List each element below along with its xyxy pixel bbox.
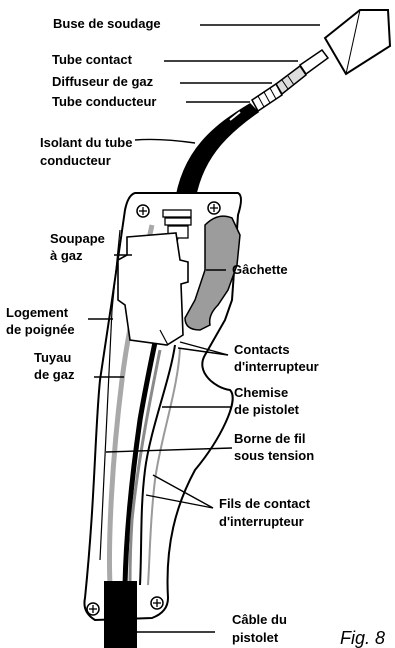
label-gun-cable-line2: pistolet	[232, 630, 279, 645]
label-gun-liner-line1: Chemise	[234, 385, 288, 400]
label-live-wire-line1: Borne de fil	[234, 431, 306, 446]
gun-cable-drawing	[104, 581, 137, 648]
label-conductor-insulator-line1: Isolant du tube	[40, 135, 132, 150]
label-gas-diffuser: Diffuseur de gaz	[52, 74, 154, 89]
screw-top-right-icon	[208, 202, 220, 214]
label-contact-tip: Tube contact	[52, 52, 133, 67]
label-nozzle: Buse de soudage	[53, 16, 161, 31]
label-switch-contacts-line2: d'interrupteur	[234, 359, 319, 374]
nozzle-drawing	[325, 10, 390, 74]
label-switch-wires-line1: Fils de contact	[219, 496, 311, 511]
label-switch-wires-line2: d'interrupteur	[219, 514, 304, 529]
label-trigger: Gâchette	[232, 262, 288, 277]
label-gas-valve-line1: Soupape	[50, 231, 105, 246]
screw-top-left-icon	[137, 205, 149, 217]
label-handle-line1: Logement	[6, 305, 69, 320]
label-gun-liner-line2: de pistolet	[234, 402, 300, 417]
label-gas-valve-line2: à gaz	[50, 248, 83, 263]
screw-bottom-left-icon	[87, 603, 99, 615]
label-live-wire-line2: sous tension	[234, 448, 314, 463]
label-conductor-insulator-line2: conducteur	[40, 153, 111, 168]
label-gun-cable-line1: Câble du	[232, 612, 287, 627]
figure-label: Fig. 8	[340, 628, 385, 648]
label-gas-hose-line2: de gaz	[34, 367, 75, 382]
gas-diffuser-drawing	[276, 66, 306, 94]
screw-bottom-right-icon	[151, 597, 163, 609]
contact-tip-drawing	[300, 50, 328, 74]
label-gas-hose-line1: Tuyau	[34, 350, 71, 365]
label-conductor-tube: Tube conducteur	[52, 94, 156, 109]
conductor-tube-drawing	[252, 84, 282, 111]
label-handle-line2: de poignée	[6, 322, 75, 337]
gas-valve-drawing	[118, 233, 188, 345]
label-switch-contacts-line1: Contacts	[234, 342, 290, 357]
